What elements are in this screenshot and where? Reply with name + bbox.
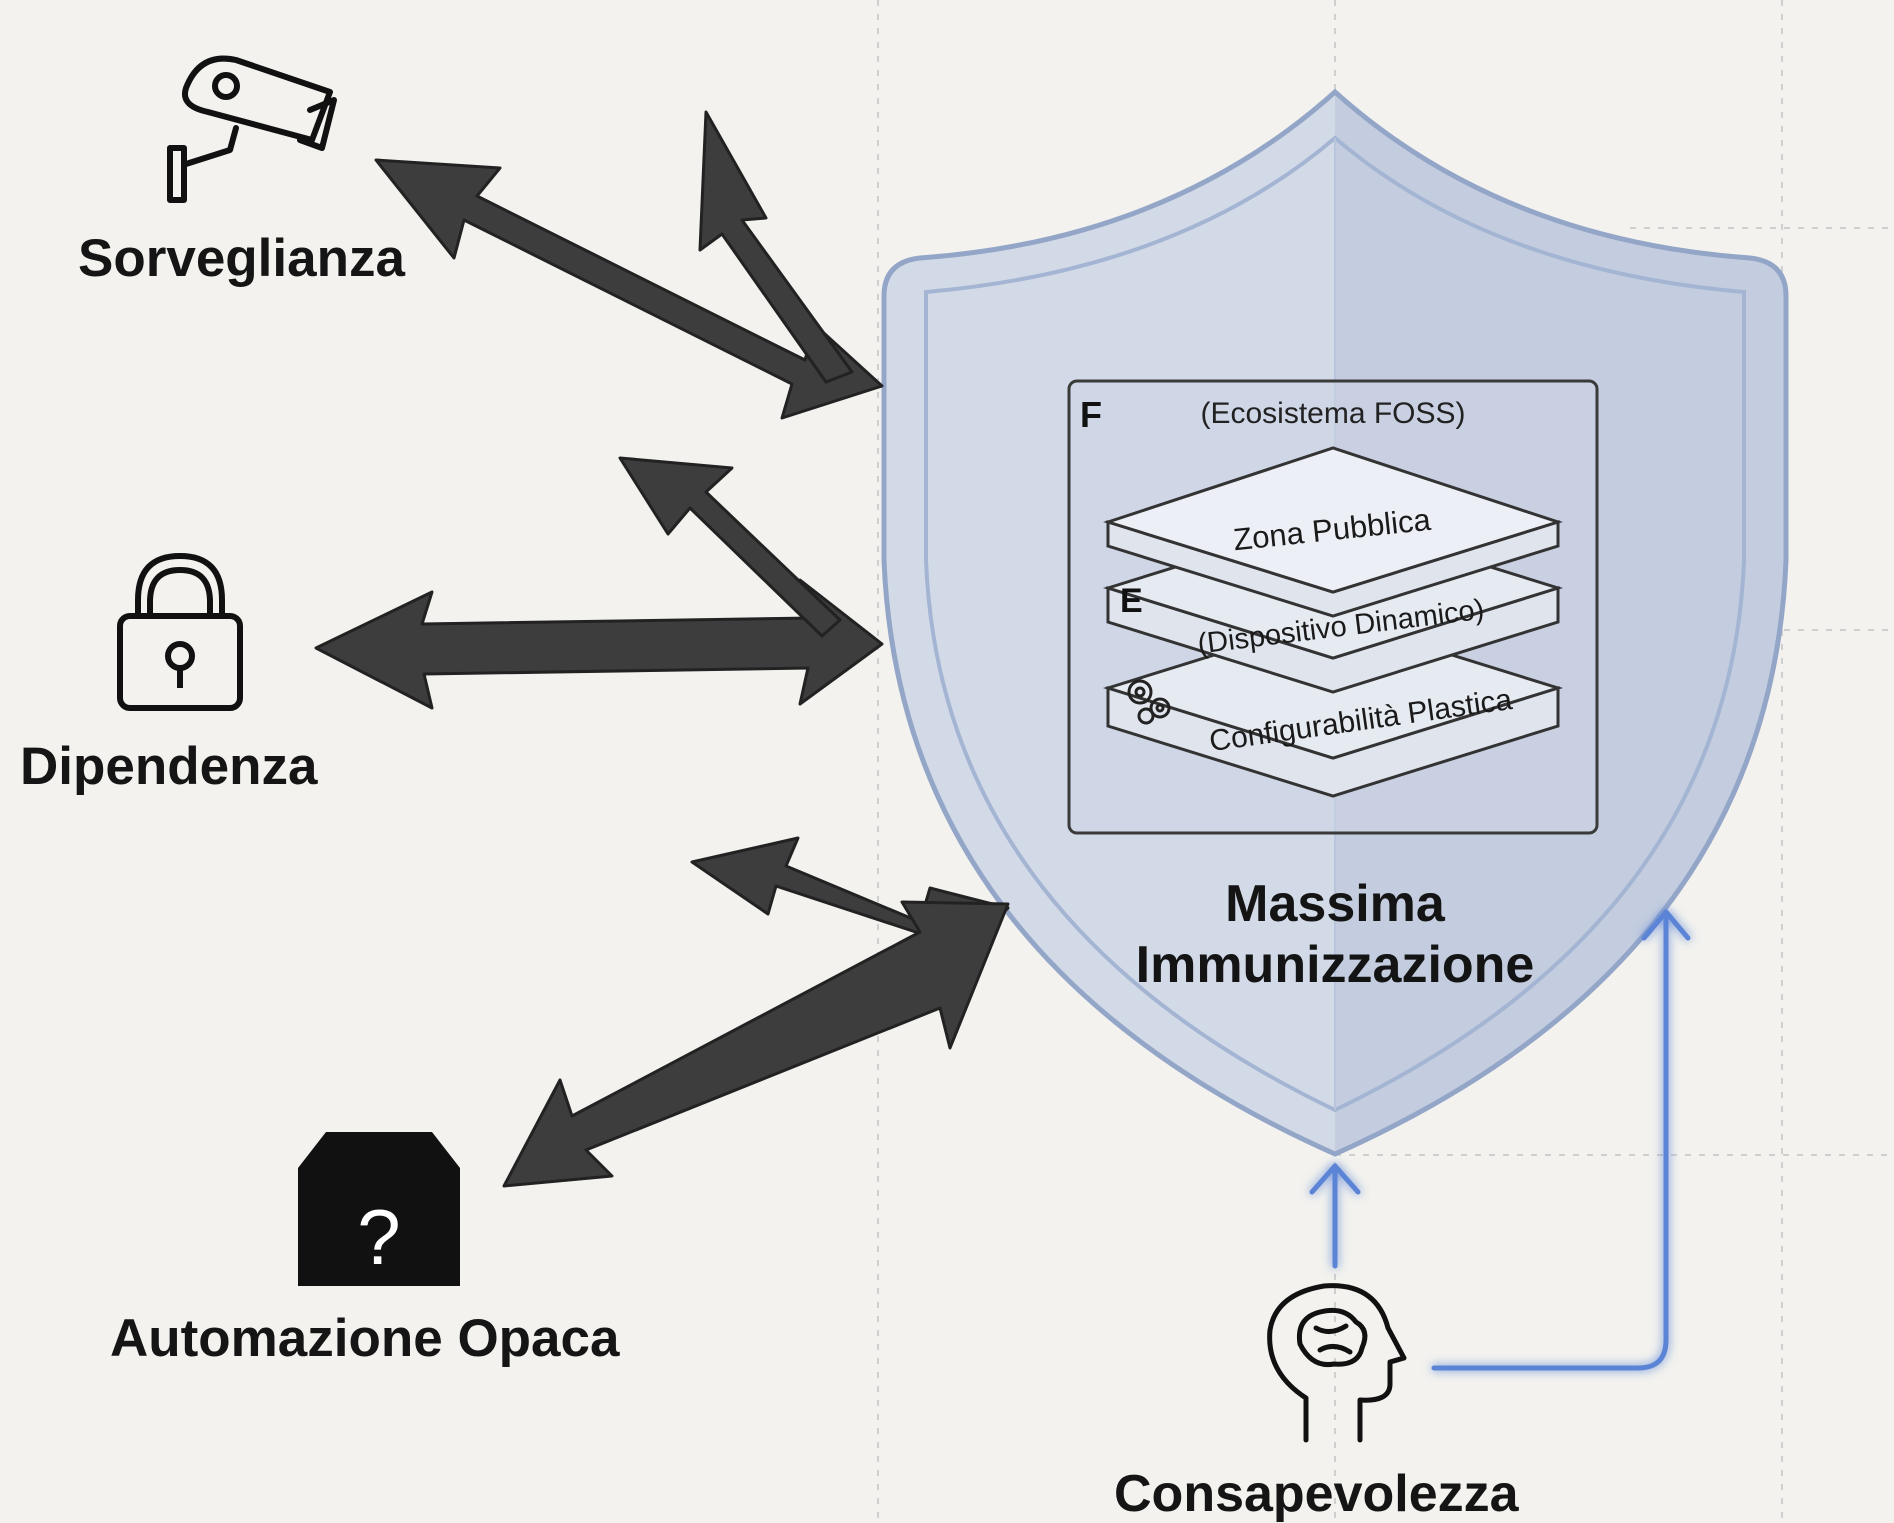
foss-ecosystem-box: F (Ecosistema FOSS) Zona Pubblica E (Dis… (1067, 379, 1599, 835)
arrow-sorveglianza-2 (698, 110, 854, 384)
layer-letter-e: E (1120, 582, 1143, 620)
label-sorveglianza: Sorveglianza (78, 229, 405, 288)
black-box-icon: ? (298, 1132, 460, 1286)
arrow-sorveglianza-1 (374, 158, 884, 420)
awareness-arrow-up-head (1309, 1163, 1361, 1195)
gears-icon (1127, 679, 1171, 725)
foss-letter: F (1080, 394, 1102, 435)
padlock-icon (117, 553, 243, 711)
label-dipendenza: Dipendenza (20, 737, 318, 796)
label-automazione-opaca: Automazione Opaca (110, 1309, 620, 1368)
shield-title: Massima Immunizzazione (1085, 874, 1585, 997)
awareness-arrow-right (1431, 909, 1669, 1371)
arrow-automazione-2 (502, 900, 1010, 1188)
shield-title-line1: Massima (1225, 875, 1445, 933)
security-camera-icon (167, 55, 337, 203)
arrow-dipendenza-1 (314, 578, 884, 710)
awareness-arrow-right-head (1641, 909, 1691, 941)
foss-title: (Ecosistema FOSS) (1200, 397, 1465, 430)
brain-head-icon (1267, 1283, 1407, 1443)
box-question-mark: ? (357, 1193, 400, 1281)
arrow-dipendenza-2 (618, 456, 842, 638)
label-consapevolezza: Consapevolezza (1114, 1465, 1519, 1523)
awareness-arrows (1309, 909, 1691, 1371)
shield-title-line2: Immunizzazione (1135, 936, 1535, 995)
threat-arrows (314, 110, 1010, 1188)
layer-zona-pubblica (1103, 446, 1563, 618)
